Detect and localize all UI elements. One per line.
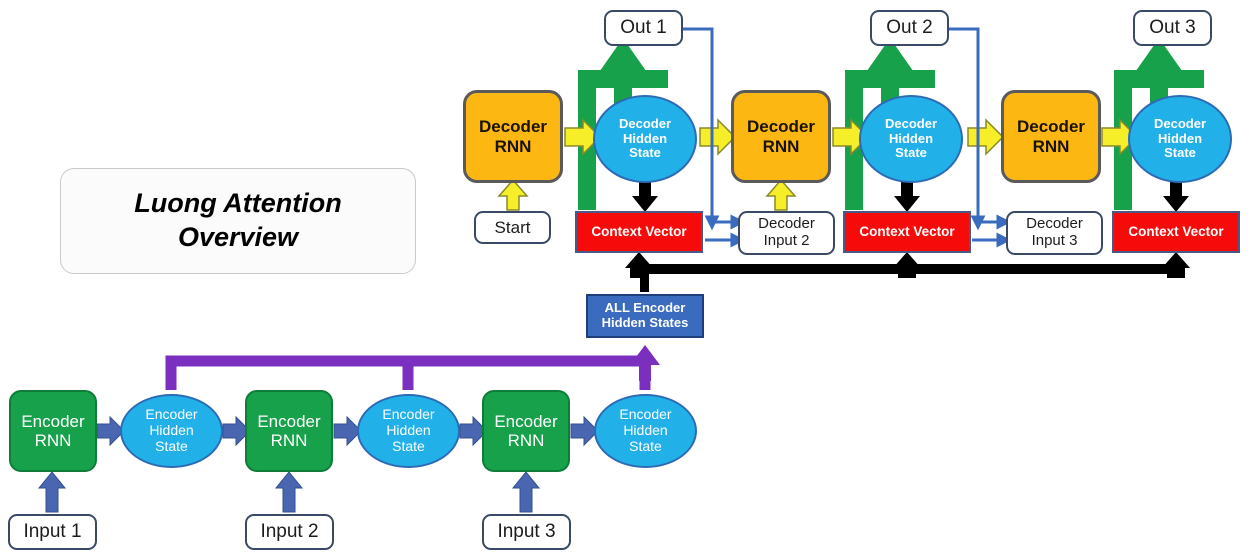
decoder-rnn-line1: Decoder <box>1016 117 1086 137</box>
decoder-hidden-line3: State <box>629 145 661 161</box>
encoder-rnn-1[interactable]: Encoder RNN <box>9 390 97 472</box>
encoder-hidden-state-2[interactable]: Encoder Hidden State <box>357 394 460 468</box>
encoder-rnn-label-line2: RNN <box>270 431 308 450</box>
input-arrow-2 <box>274 471 304 513</box>
output-box-1[interactable]: Out 1 <box>604 10 683 46</box>
decoder-hidden-line2: Hidden <box>1157 130 1203 146</box>
all-encoder-line1: ALL Encoder <box>604 300 686 316</box>
encoder-hidden-line3: State <box>392 437 425 454</box>
title-line-2: Overview <box>177 222 299 252</box>
decoder-rnn-2[interactable]: Decoder RNN <box>731 90 831 183</box>
context-vector-1[interactable]: Context Vector <box>575 211 703 253</box>
decoder-hidden-state-3[interactable]: Decoder Hidden State <box>1128 95 1232 183</box>
decoder-input-line1: Decoder <box>758 215 815 233</box>
decoder-hidden-line2: Hidden <box>888 130 934 146</box>
hidden-to-context-arrow-3 <box>1163 178 1189 212</box>
encoder-hidden-state-3[interactable]: Encoder Hidden State <box>594 394 697 468</box>
output-box-3[interactable]: Out 3 <box>1133 10 1212 46</box>
output-box-2[interactable]: Out 2 <box>870 10 949 46</box>
decoder-rnn-1[interactable]: Decoder RNN <box>463 90 563 183</box>
decoder-input-box-1[interactable]: Start <box>474 211 551 244</box>
encoder-hidden-line2: Hidden <box>149 422 194 439</box>
context-bus <box>625 252 1190 292</box>
decoder-input-line1: Decoder <box>1026 215 1083 233</box>
encoder-state-bus-arrowhead <box>630 345 660 381</box>
decoder-rnn-3[interactable]: Decoder RNN <box>1001 90 1101 183</box>
decoder-input-box-2[interactable]: Decoder Input 2 <box>738 211 835 255</box>
title-card: Luong Attention Overview <box>60 168 416 274</box>
decoder-arrow-4 <box>967 118 1005 156</box>
encoder-rnn-label-line1: Encoder <box>494 411 558 431</box>
decoder-hidden-line1: Decoder <box>884 116 938 132</box>
input-arrow-1 <box>37 471 67 513</box>
encoder-rnn-3[interactable]: Encoder RNN <box>482 390 570 472</box>
decoder-rnn-line1: Decoder <box>746 117 816 137</box>
decoder-input-arrow-1 <box>497 178 529 211</box>
encoder-rnn-2[interactable]: Encoder RNN <box>245 390 333 472</box>
all-encoder-hidden-states-box[interactable]: ALL Encoder Hidden States <box>586 294 704 338</box>
encoder-hidden-line3: State <box>629 437 662 454</box>
all-encoder-line2: Hidden States <box>601 315 689 330</box>
decoder-rnn-line2: RNN <box>762 136 800 156</box>
encoder-state-bus <box>165 355 651 390</box>
encoder-hidden-line1: Encoder <box>619 406 672 423</box>
encoder-hidden-state-1[interactable]: Encoder Hidden State <box>120 394 223 468</box>
hidden-to-context-arrow-2 <box>894 178 920 212</box>
decoder-input-box-3[interactable]: Decoder Input 3 <box>1006 211 1103 255</box>
decoder-input-line2: Input 3 <box>1031 232 1078 249</box>
decoder-hidden-line2: Hidden <box>622 130 668 146</box>
context-vector-2[interactable]: Context Vector <box>843 211 971 253</box>
context-vector-3[interactable]: Context Vector <box>1112 211 1240 253</box>
decoder-rnn-line1: Decoder <box>478 117 548 137</box>
title-line-1: Luong Attention <box>134 188 342 219</box>
decoder-hidden-line1: Decoder <box>1153 116 1207 132</box>
decoder-input-line2: Input 2 <box>763 232 810 249</box>
encoder-hidden-line1: Encoder <box>382 406 435 423</box>
decoder-input-arrow-2 <box>765 178 797 211</box>
input-box-2[interactable]: Input 2 <box>245 514 334 550</box>
encoder-rnn-label-line1: Encoder <box>21 411 85 431</box>
hidden-to-context-arrow-1 <box>632 178 658 212</box>
decoder-hidden-state-1[interactable]: Decoder Hidden State <box>593 95 697 183</box>
encoder-rnn-label-line2: RNN <box>34 431 72 450</box>
decoder-rnn-line2: RNN <box>1032 136 1070 156</box>
encoder-rnn-label-line2: RNN <box>507 431 545 450</box>
encoder-hidden-line2: Hidden <box>623 422 668 439</box>
decoder-hidden-line3: State <box>1164 145 1196 161</box>
decoder-hidden-line1: Decoder <box>618 116 672 132</box>
input-arrow-3 <box>511 471 541 513</box>
decoder-hidden-line3: State <box>895 145 927 161</box>
decoder-arrow-3 <box>699 118 737 156</box>
input-box-3[interactable]: Input 3 <box>482 514 571 550</box>
encoder-rnn-label-line1: Encoder <box>257 411 321 431</box>
encoder-hidden-line2: Hidden <box>386 422 431 439</box>
input-box-1[interactable]: Input 1 <box>8 514 97 550</box>
encoder-hidden-line3: State <box>155 437 188 454</box>
encoder-hidden-line1: Encoder <box>145 406 198 423</box>
decoder-hidden-state-2[interactable]: Decoder Hidden State <box>859 95 963 183</box>
decoder-rnn-line2: RNN <box>494 136 532 156</box>
